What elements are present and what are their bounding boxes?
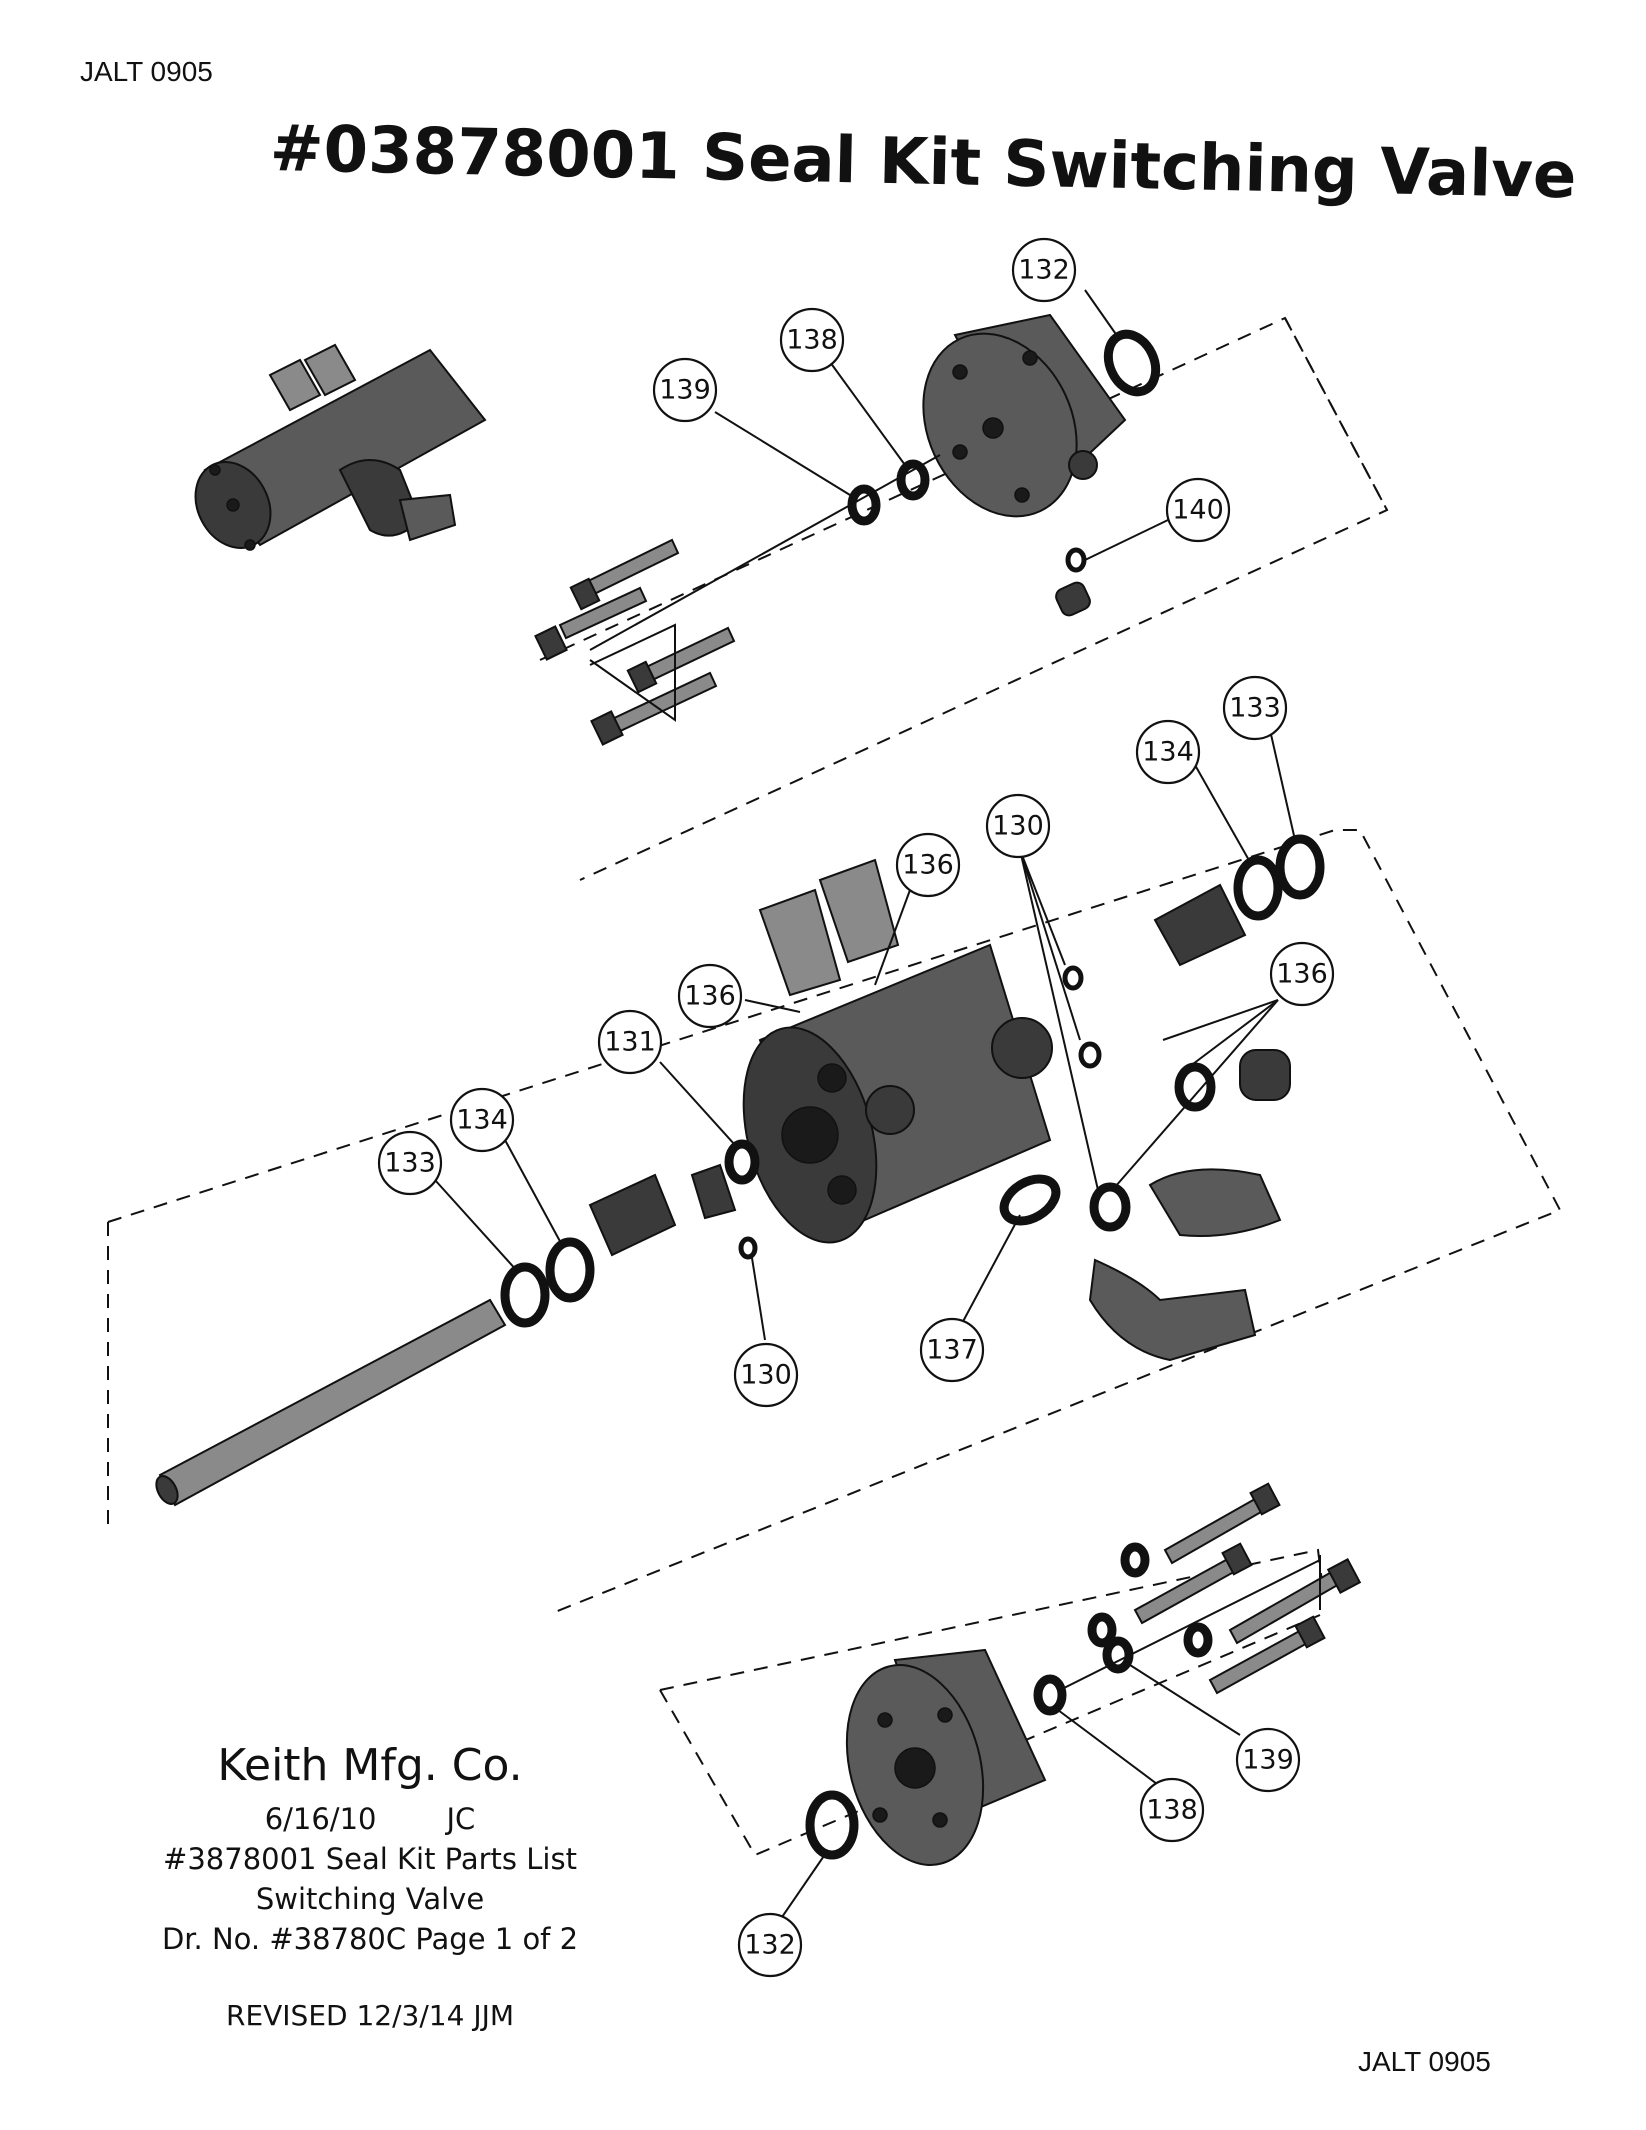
svg-text:137: 137	[926, 1335, 978, 1366]
assembled-valve-illustration	[194, 343, 487, 551]
callout-139-top: 139	[652, 357, 718, 423]
callout-leaders	[434, 289, 1296, 1921]
svg-text:138: 138	[786, 325, 838, 356]
title-block: Keith Mfg. Co. 6/16/10 JC #3878001 Seal K…	[110, 1740, 630, 2032]
callout-138-bottom: 138	[1139, 1777, 1205, 1843]
svg-text:139: 139	[659, 375, 711, 406]
callout-133-right: 133	[1222, 675, 1288, 741]
revision-note: REVISED 12/3/14 JJM	[226, 1999, 514, 2032]
svg-text:136: 136	[684, 981, 736, 1012]
document-code-bottom: JALT 0905	[1358, 2046, 1491, 2077]
svg-text:130: 130	[740, 1360, 792, 1391]
company-name: Keith Mfg. Co.	[217, 1740, 523, 1791]
svg-text:140: 140	[1172, 495, 1224, 526]
svg-text:130: 130	[992, 811, 1044, 842]
svg-text:134: 134	[1142, 737, 1194, 768]
callout-134-right: 134	[1135, 719, 1201, 785]
svg-text:136: 136	[902, 850, 954, 881]
svg-text:134: 134	[456, 1105, 508, 1136]
callout-136-right: 136	[1269, 941, 1335, 1007]
drafter-initials: JC	[446, 1802, 476, 1836]
callout-132-top: 132	[1011, 237, 1077, 303]
svg-text:133: 133	[1229, 693, 1281, 724]
subject-label: Switching Valve	[255, 1882, 485, 1916]
callout-130-top: 130	[985, 793, 1051, 859]
svg-text:133: 133	[384, 1148, 436, 1179]
callout-132-bottom: 132	[737, 1912, 803, 1978]
callout-130-bottom: 130	[733, 1342, 799, 1408]
callout-139-bottom: 139	[1235, 1727, 1301, 1793]
top-end-cap-group	[534, 313, 1389, 881]
svg-text:132: 132	[1018, 255, 1070, 286]
bottom-end-cap-group	[659, 1482, 1362, 1866]
callout-136-top: 136	[895, 832, 961, 898]
callout-131: 131	[597, 1009, 663, 1075]
callout-140: 140	[1165, 477, 1231, 543]
svg-text:132: 132	[744, 1930, 796, 1961]
callout-137: 137	[919, 1317, 985, 1383]
date-initials-line: 6/16/10 JC	[110, 1799, 630, 1839]
svg-text:139: 139	[1242, 1745, 1294, 1776]
parts-list-label: #3878001 Seal Kit Parts List	[163, 1842, 577, 1876]
bottom-bolts	[1133, 1482, 1362, 1695]
drawing-date: 6/16/10	[264, 1802, 377, 1836]
callout-136-left: 136	[677, 963, 743, 1029]
svg-text:131: 131	[604, 1027, 656, 1058]
top-bolts	[534, 538, 736, 746]
svg-text:138: 138	[1146, 1795, 1198, 1826]
drawing-number: Dr. No. #38780C Page 1 of 2	[161, 1922, 579, 1956]
document-code-top: JALT 0905	[80, 56, 213, 87]
callout-138-top: 138	[779, 307, 845, 373]
valve-body-group	[107, 829, 1562, 1613]
callout-134-left: 134	[449, 1087, 515, 1153]
svg-text:136: 136	[1276, 959, 1328, 990]
callout-133-left: 133	[377, 1130, 443, 1196]
